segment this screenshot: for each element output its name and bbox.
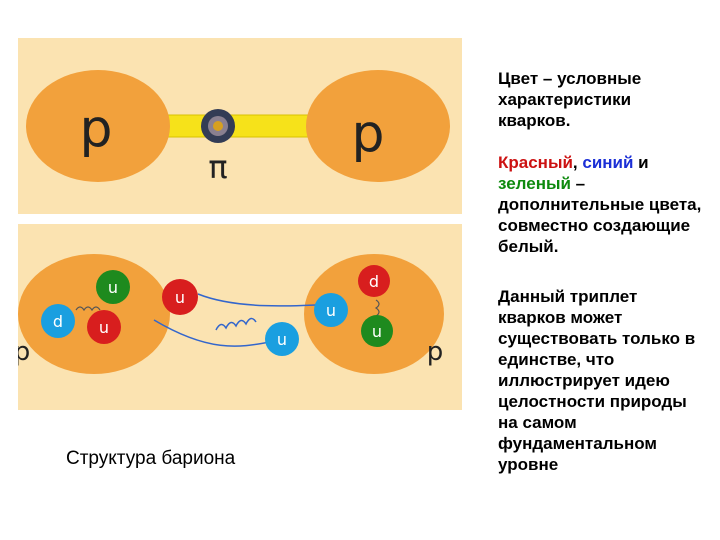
separator-2: и <box>633 153 649 172</box>
quark-u-blue-right: u <box>314 293 348 327</box>
quark-u-red-exchange: u <box>162 279 198 315</box>
right-proton <box>306 70 450 182</box>
left-edge-p-label: p <box>18 337 30 367</box>
quark-d-red-right: d <box>358 265 390 297</box>
right-edge-p-label: p <box>427 337 444 367</box>
baryon-structure-diagram: u d u u u d u u p p <box>14 254 444 374</box>
diagram-caption: Структура бариона <box>66 448 236 469</box>
svg-text:u: u <box>99 318 109 337</box>
right-proton <box>304 254 444 374</box>
svg-text:d: d <box>369 272 379 291</box>
quark-u-green-right: u <box>361 315 393 347</box>
text-paragraph-1: Цвет – условные характеристики кварков. <box>498 69 642 130</box>
quark-d-blue-left: d <box>41 304 75 338</box>
exchange-line-lower <box>153 319 271 347</box>
svg-text:u: u <box>108 278 118 297</box>
svg-text:u: u <box>277 330 287 349</box>
top-diagram-panel: p p π <box>18 38 462 214</box>
pion-label: π <box>208 148 227 186</box>
left-proton-label: p <box>79 99 112 159</box>
right-proton-label: p <box>351 104 384 164</box>
pion-core <box>213 121 223 131</box>
svg-text:d: d <box>53 312 63 331</box>
text-paragraph-2: Красный, синий и зеленый – дополнительны… <box>498 152 703 257</box>
quark-u-green-left: u <box>96 270 130 304</box>
blue-word: синий <box>582 153 634 172</box>
quark-u-red-left: u <box>87 310 121 344</box>
bottom-diagram-panel: u d u u u d u u p p <box>14 224 462 410</box>
pion-bar <box>142 114 334 138</box>
text-paragraph-3: Данный триплет кварков может существоват… <box>498 287 696 474</box>
green-word: зеленый <box>498 174 571 193</box>
quark-u-blue-exchange: u <box>265 322 299 356</box>
svg-text:u: u <box>372 322 382 341</box>
paragraph-2-rest: – дополнительные цвета, совместно создаю… <box>498 174 702 256</box>
separator-1: , <box>572 153 583 172</box>
proton-pion-exchange-diagram: p p π <box>26 70 450 186</box>
gluon-spring <box>215 317 257 331</box>
svg-text:u: u <box>326 301 336 320</box>
gluon-spring-left <box>75 306 101 312</box>
red-word: Красный <box>498 153 573 172</box>
svg-text:u: u <box>175 288 185 307</box>
left-proton <box>26 70 170 182</box>
